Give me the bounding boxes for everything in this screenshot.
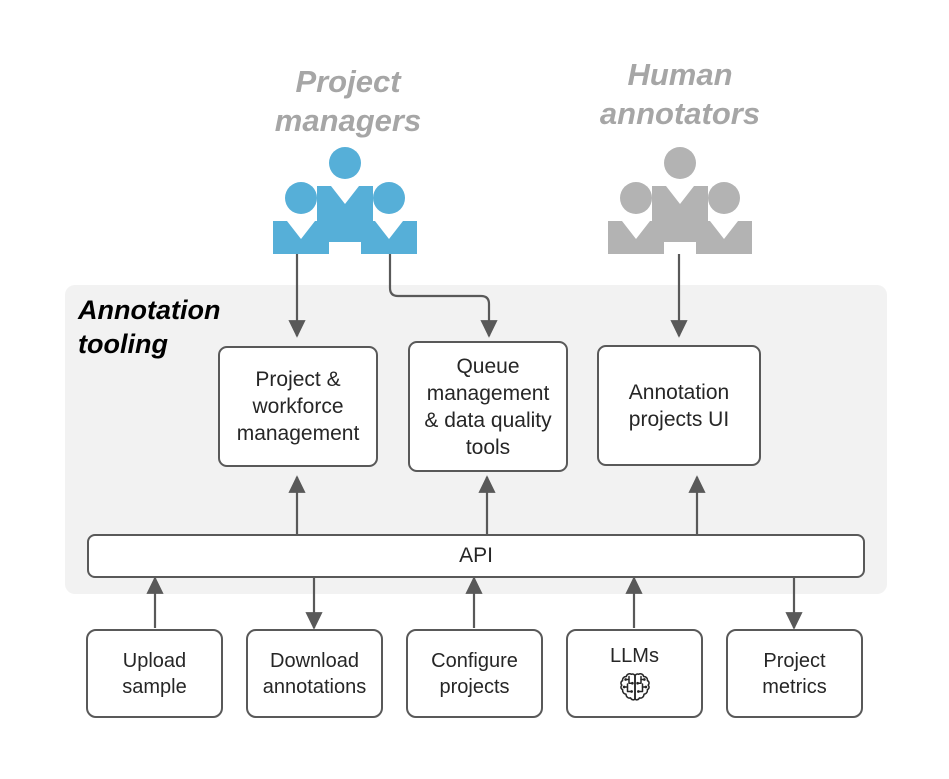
brain-circuit-icon [617,672,653,705]
api-bar[interactable]: API [87,534,865,578]
node-project-workforce-management[interactable]: Project & workforce management [218,346,378,467]
node-project-metrics[interactable]: Project metrics [726,629,863,718]
human-annotators-title: Human annotators [599,57,761,131]
node-configure-projects-label: Configure projects [431,649,518,698]
node-llms-label: LLMs [610,644,659,667]
node-upload-sample-label: Upload sample [122,649,187,698]
project-managers-people-icon [273,147,417,254]
node-download-annotations-label: Download annotations [262,649,367,698]
node-project-metrics-label: Project metrics [762,649,827,698]
node-annotation-projects-ui[interactable]: Annotation projects UI [597,345,761,466]
node-upload-sample[interactable]: Upload sample [86,629,223,718]
annotation-tooling-title: Annotation tooling [78,295,221,359]
node-llms[interactable]: LLMs [566,629,703,718]
project-managers-title: Project managers [274,64,422,138]
node-project-workforce-management-label: Project & workforce management [236,368,360,445]
api-bar-label: API [459,544,493,567]
node-configure-projects[interactable]: Configure projects [406,629,543,718]
node-download-annotations[interactable]: Download annotations [246,629,383,718]
node-queue-management[interactable]: Queue management & data quality tools [408,341,568,472]
node-queue-management-label: Queue management & data quality tools [424,354,552,459]
node-annotation-projects-ui-label: Annotation projects UI [628,380,730,431]
human-annotators-people-icon [608,147,752,254]
